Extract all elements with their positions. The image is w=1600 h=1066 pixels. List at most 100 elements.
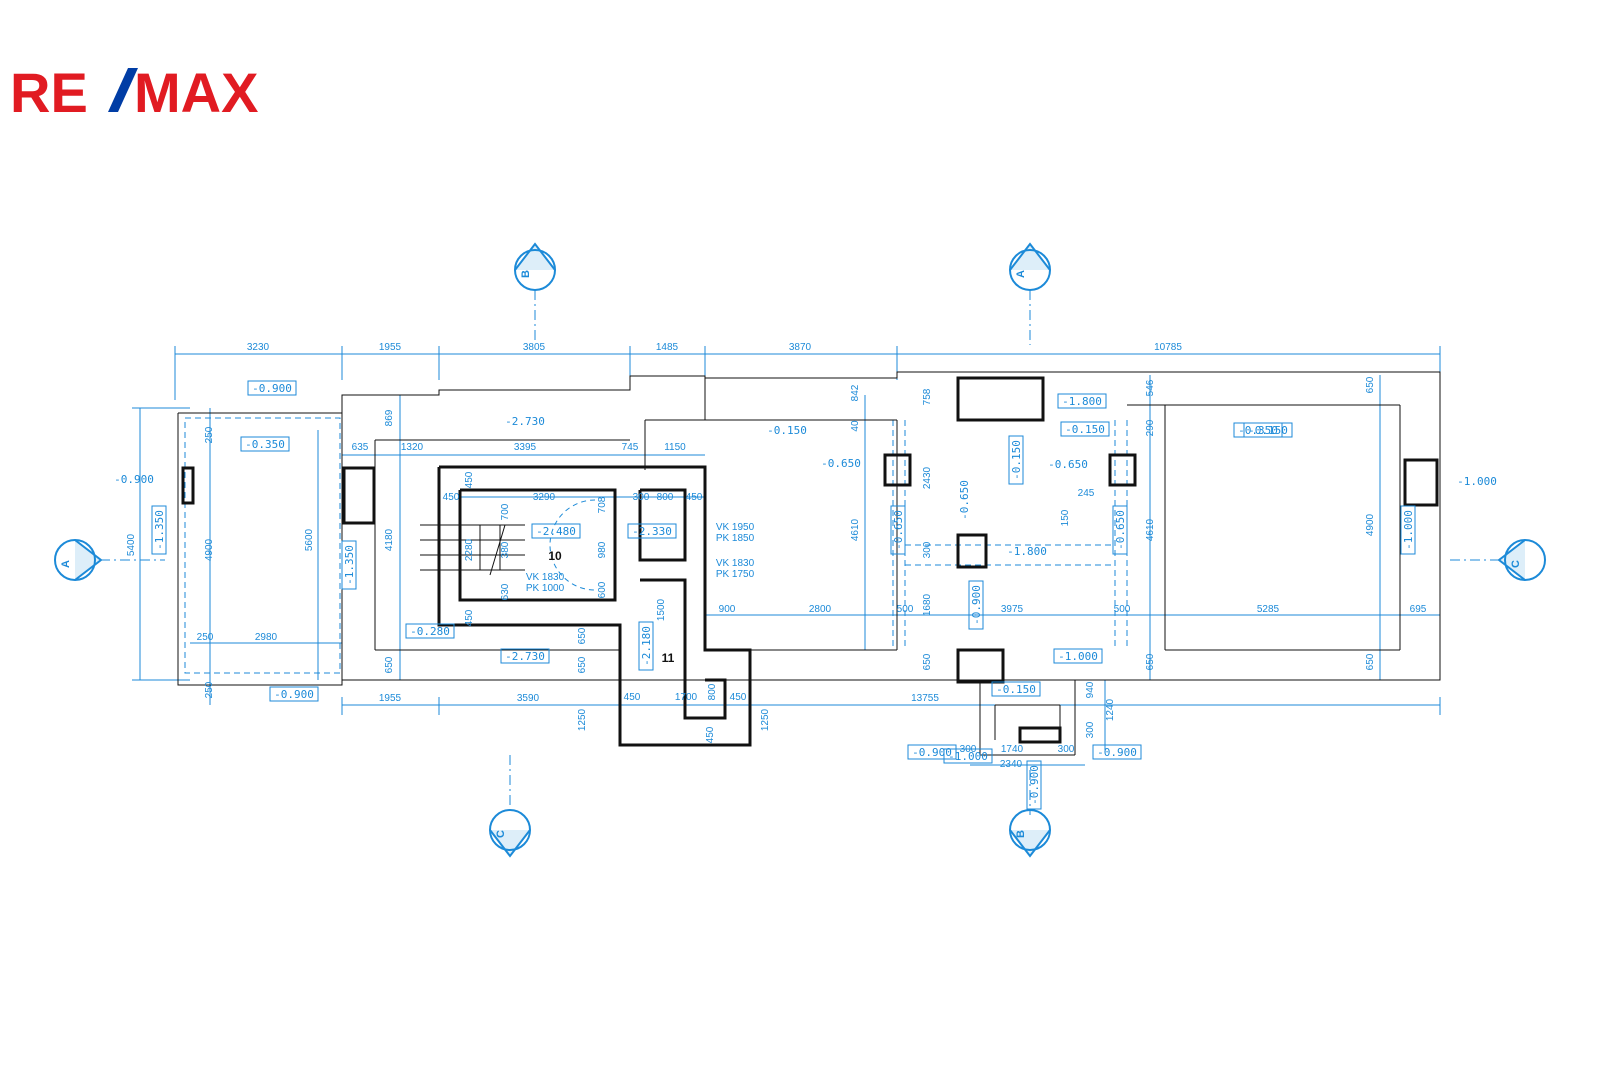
section-marker-arrow [1009,829,1051,858]
top-dimension: 3230 [247,342,270,353]
level-mark: -1.000 [948,750,988,763]
inner-dimension: 745 [622,442,639,453]
level-mark: -2.330 [632,525,672,538]
level-mark-box [151,505,167,555]
level-note: VK 1830 [716,558,755,569]
level-mark: -1.350 [343,545,356,585]
level-mark: -0.350 [245,438,285,451]
level-mark-box [247,380,297,396]
inner-dimension: 3975 [1001,604,1024,615]
level-mark: -0.900 [1097,746,1137,759]
top-dimension: 10785 [1154,342,1182,353]
inner-dimension: 1320 [401,442,424,453]
inner-dimension: 2430 [922,466,933,489]
inner-dimension: 1500 [656,598,667,621]
inner-dimension: 4900 [204,538,215,561]
level-mark-box [405,623,455,639]
level-mark-box [943,748,993,764]
inner-dimension: 695 [1410,604,1427,615]
level-mark-box [1053,648,1103,664]
level-mark: -2.180 [640,626,653,666]
level-mark-box [1233,422,1283,438]
inner-dimension: 650 [577,627,588,644]
inner-dimension: 380 [500,541,511,558]
section-marker-b: B [1015,830,1027,838]
level-mark: -0.900 [274,688,314,701]
inner-dimension: 250 [204,681,215,698]
bottom-dimension: 1700 [675,692,698,703]
top-dimension: 1485 [656,342,679,353]
top-dimension: 1955 [379,342,402,353]
room-number-11: 11 [662,651,675,665]
inner-dimension: 650 [922,653,933,670]
level-mark-box [500,648,550,664]
inner-dimension: 700 [500,503,511,520]
inner-dimension: 650 [577,656,588,673]
level-note: PK 1750 [716,569,755,580]
level-mark: -0.900 [970,585,983,625]
inner-dimension: 5285 [1257,604,1280,615]
inner-dimension: 250 [197,632,214,643]
level-mark: -0.650 [892,510,905,550]
level-mark: -2.730 [505,415,545,428]
inner-dimension: 40 [850,420,861,432]
level-mark: -0.150 [1010,440,1023,480]
section-marker-arrow [74,539,103,581]
level-mark: -1.800 [1007,545,1047,558]
section-marker-arrow [489,829,531,858]
inner-dimension: 500 [897,604,914,615]
level-mark: -0.280 [410,625,450,638]
inner-dimension: 2800 [809,604,832,615]
section-marker-a: A [1015,270,1027,278]
remax-logo: RE MAX [10,61,258,120]
level-mark-box [1092,744,1142,760]
section-marker-c: C [495,830,507,838]
section-marker-arrow [1497,539,1526,581]
level-mark-box [907,744,957,760]
room-number-10: 10 [548,549,562,563]
section-marker-arrow [514,242,556,271]
level-mark-box [240,436,290,452]
inner-dimension: 245 [1078,488,1095,499]
top-dimension: 3805 [523,342,546,353]
inner-dimension: 1150 [664,442,686,453]
inner-dimension: 300 [922,541,933,558]
inner-dimension: 650 [1145,653,1156,670]
inner-dimension: 940 [1085,681,1096,698]
inner-dimension: 3290 [533,492,556,503]
inner-dimension: 842 [850,384,861,401]
inner-dimension: 300 [1058,744,1075,755]
section-marker-c: C [1510,560,1522,568]
level-mark: -2.480 [536,525,576,538]
level-mark: -0.650 [1114,510,1127,550]
level-note: PK 1850 [716,533,755,544]
inner-dimension: 2980 [255,632,278,643]
inner-dimension: 4610 [1145,518,1156,541]
inner-dimension: 450 [464,471,475,488]
level-mark-box [341,540,357,590]
inner-dimension: 300 [633,492,650,503]
level-mark: -0.650 [958,480,971,520]
inner-dimension: 980 [597,541,608,558]
bottom-dimension: 1250 [577,708,588,731]
level-mark: -1.000 [1058,650,1098,663]
level-mark: -0.150 [767,424,807,437]
inner-dimension: 150 [1060,509,1071,526]
inner-dimension: 1240 [1105,698,1116,721]
level-mark: -0.900 [1028,765,1041,805]
level-mark: -0.150 [1065,423,1105,436]
inner-dimension: 5400 [126,533,137,556]
level-mark: -0.650 [821,457,861,470]
level-mark: -0.150 [996,683,1036,696]
level-mark-box [1112,505,1128,555]
inner-dimension: 635 [352,442,369,453]
logo-slash [108,68,138,112]
inner-dimension: 600 [597,581,608,598]
bottom-dimension: 1250 [760,708,771,731]
inner-dimension: 4900 [1365,513,1376,536]
level-mark: -1.000 [1457,475,1497,488]
bottom-dimension: 450 [705,726,716,743]
level-mark-box [531,523,581,539]
level-mark-box [890,505,906,555]
